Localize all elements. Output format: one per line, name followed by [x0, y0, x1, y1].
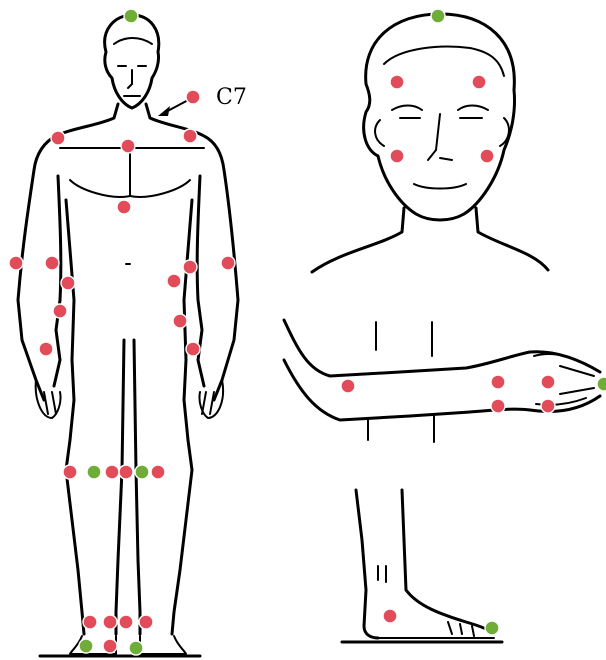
red-marker-35: [341, 379, 355, 393]
red-marker-18: [173, 314, 187, 328]
red-marker-36: [491, 375, 505, 389]
red-marker-7: [51, 131, 65, 145]
green-marker-2: [87, 465, 101, 479]
red-marker-32: [472, 75, 486, 89]
closeup-face-features: [375, 106, 509, 189]
marker-layer: [9, 9, 606, 655]
red-marker-34: [480, 149, 494, 163]
closeup-torso-side: [368, 322, 434, 442]
green-marker-40: [597, 377, 606, 391]
red-marker-6: [186, 90, 200, 104]
red-marker-26: [103, 615, 117, 629]
red-marker-22: [105, 465, 119, 479]
red-marker-38: [491, 399, 505, 413]
red-marker-33: [390, 149, 404, 163]
red-marker-10: [117, 200, 131, 214]
red-marker-11: [9, 256, 23, 270]
red-marker-16: [167, 274, 181, 288]
full-body-figure: [18, 15, 238, 656]
red-marker-8: [183, 129, 197, 143]
red-marker-41: [383, 609, 397, 623]
green-marker-5: [129, 641, 143, 655]
green-marker-30: [431, 9, 445, 23]
foot-closeup-figure: [342, 490, 502, 642]
red-marker-20: [186, 342, 200, 356]
body-chest-lines: [60, 148, 204, 264]
closeup-foot-bottom: [378, 566, 494, 638]
closeup-hair-line: [384, 47, 504, 76]
red-marker-9: [121, 139, 135, 153]
c7-arrow-head: [158, 106, 170, 116]
red-marker-14: [221, 256, 235, 270]
red-marker-21: [63, 465, 77, 479]
closeup-leg-outline: [356, 490, 494, 638]
body-face-features: [114, 38, 152, 96]
red-marker-23: [119, 465, 133, 479]
red-marker-28: [139, 615, 153, 629]
green-marker-1: [124, 9, 138, 23]
red-marker-39: [541, 399, 555, 413]
red-marker-13: [183, 260, 197, 274]
red-marker-25: [83, 615, 97, 629]
body-head-outline: [105, 15, 159, 108]
red-marker-19: [39, 342, 53, 356]
red-marker-31: [390, 75, 404, 89]
red-marker-17: [53, 304, 67, 318]
c7-annotation: C7: [158, 85, 247, 116]
red-marker-37: [541, 375, 555, 389]
red-marker-12: [45, 256, 59, 270]
red-marker-27: [119, 615, 133, 629]
green-marker-42: [485, 621, 499, 635]
red-marker-24: [151, 465, 165, 479]
head-closeup-figure: [312, 14, 548, 272]
red-marker-29: [103, 639, 117, 653]
green-marker-3: [135, 465, 149, 479]
red-marker-15: [61, 276, 75, 290]
c7-label: C7: [216, 85, 247, 110]
green-marker-4: [79, 639, 93, 653]
body-legs: [66, 340, 192, 634]
